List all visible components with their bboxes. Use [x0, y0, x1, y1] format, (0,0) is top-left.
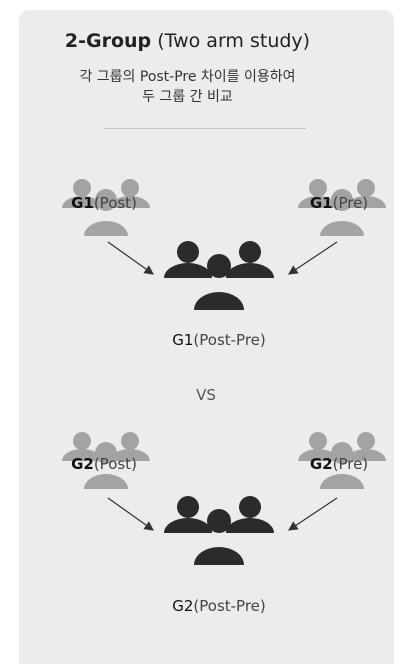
label-g2-result-tag: (Post-Pre)	[193, 597, 266, 615]
label-g2-post: G2(Post)	[71, 455, 137, 473]
label-g1-post-code: G1	[71, 194, 94, 212]
subtitle-line-1: 각 그룹의 Post-Pre 차이를 이용하여	[79, 69, 296, 85]
label-g1-result: G1(Post-Pre)	[172, 331, 266, 349]
arrow-g1-right	[288, 241, 338, 275]
label-g2-post-tag: (Post)	[93, 455, 137, 473]
label-g1-result-tag: (Post-Pre)	[193, 331, 266, 349]
diagram-subtitle: 각 그룹의 Post-Pre 차이를 이용하여 두 그룹 간 비교	[0, 67, 375, 107]
arrow-g1-left	[107, 241, 154, 275]
subtitle-line-2: 두 그룹 간 비교	[142, 89, 233, 105]
vs-label: VS	[196, 386, 216, 404]
label-g1-post-tag: (Post)	[93, 194, 137, 212]
people-icon-g1-pre	[298, 179, 386, 236]
diagram-title: 2-Group (Two arm study)	[0, 30, 375, 52]
people-icon-g2-pre	[298, 432, 386, 489]
title-divider	[104, 128, 306, 129]
label-g1-pre: G1(Pre)	[310, 194, 368, 212]
people-icon-g1-post	[62, 179, 150, 236]
title-bold: 2-Group	[64, 30, 152, 52]
people-icon-g2-post	[62, 432, 150, 489]
label-g1-pre-code: G1	[309, 194, 333, 212]
arrow-g2-right	[288, 497, 338, 531]
arrow-g2-left	[107, 497, 154, 531]
label-g2-post-code: G2	[71, 455, 94, 473]
label-g1-result-code: G1	[172, 331, 194, 349]
label-g2-result-code: G2	[172, 597, 194, 615]
people-icon-g1-result	[164, 241, 274, 310]
label-g2-result: G2(Post-Pre)	[172, 597, 266, 615]
label-g1-pre-tag: (Pre)	[332, 194, 369, 212]
label-g1-post: G1(Post)	[71, 194, 137, 212]
label-g2-pre: G2(Pre)	[310, 455, 368, 473]
title-rest: (Two arm study)	[157, 30, 311, 52]
label-g2-pre-tag: (Pre)	[332, 455, 369, 473]
label-g2-pre-code: G2	[309, 455, 333, 473]
people-icon-g2-result	[164, 496, 274, 565]
